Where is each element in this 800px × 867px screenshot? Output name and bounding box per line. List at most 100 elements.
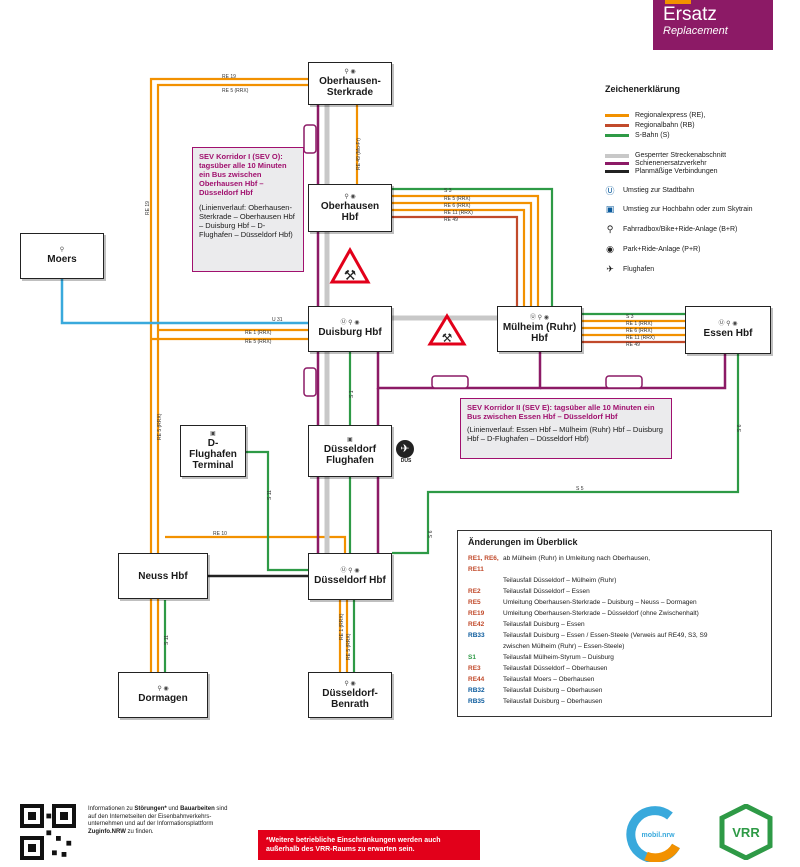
legend-hochbahn-label: Umstieg zur Hochbahn oder zum Skytrain bbox=[623, 206, 753, 213]
station-moers[interactable]: ⚲ Moers bbox=[20, 233, 104, 279]
lbl-re11-me: RE 11 (RRX) bbox=[626, 335, 655, 341]
zuginfo-link[interactable]: Zuginfo.NRW bbox=[88, 828, 126, 835]
legend: Zeichenerklärung Regionalexpress (RE), R… bbox=[605, 84, 795, 274]
station-oberhausen-sterkrade[interactable]: ⚲ ◉ Oberhausen- Sterkrade bbox=[308, 62, 392, 105]
station-muelheim-hbf[interactable]: Ⓤ ⚲ ◉ Mülheim (Ruhr) Hbf bbox=[497, 306, 582, 352]
station-duisburg-hbf[interactable]: Ⓤ ⚲ ◉ Duisburg Hbf bbox=[308, 306, 392, 352]
legend-sev: Schienenersatzverkehr bbox=[605, 160, 707, 167]
info-text: sind auf den Internetseiten der Eisenbah… bbox=[88, 806, 228, 827]
legend-rb-label: Regionalbahn (RB) bbox=[635, 122, 695, 129]
sev2-title: SEV Korridor II (SEV E): tagsüber alle 1… bbox=[467, 403, 655, 421]
lbl-u31: U 31 bbox=[272, 317, 283, 323]
bike-icon: ⚲ bbox=[59, 247, 65, 253]
legend-planned: Planmäßige Verbindungen bbox=[605, 168, 718, 175]
lbl-re1-me: RE 1 (RRX) bbox=[626, 321, 653, 327]
bus-icons bbox=[303, 124, 643, 397]
legend-hochbahn: ▣Umstieg zur Hochbahn oder zum Skytrain bbox=[605, 204, 753, 215]
stadtbahn-icons: Ⓤ ⚲ ◉ bbox=[718, 321, 738, 327]
station-oberhausen-hbf[interactable]: ⚲ ◉ Oberhausen Hbf bbox=[308, 184, 392, 232]
change-code: RB33 bbox=[468, 632, 485, 639]
legend-title: Zeichenerklärung bbox=[605, 84, 681, 94]
lbl-s3: S 3 bbox=[444, 188, 452, 194]
badge-title: Ersatz bbox=[663, 4, 717, 25]
skytrain-icon: ▣ bbox=[210, 431, 216, 437]
station-label: Moers bbox=[47, 254, 77, 265]
station-label: Essen Hbf bbox=[703, 328, 753, 339]
lbl-re11-ob: RE 11 (RRX) bbox=[444, 210, 473, 216]
legend-sev-label: Schienenersatzverkehr bbox=[635, 160, 707, 167]
change-code bbox=[468, 641, 503, 652]
change-row: Teilausfall Düsseldorf – Mülheim (Ruhr) bbox=[468, 575, 761, 586]
station-label: Oberhausen- Sterkrade bbox=[319, 76, 381, 98]
airport-small-icon: ✈ bbox=[606, 264, 614, 274]
badge-accent bbox=[665, 0, 691, 4]
change-code: RE42 bbox=[468, 621, 485, 628]
station-duesseldorf-hbf[interactable]: Ⓤ ⚲ ◉ Düsseldorf Hbf bbox=[308, 553, 392, 600]
s6-line bbox=[392, 354, 740, 555]
station-label: Düsseldorf- Benrath bbox=[322, 687, 378, 710]
lbl-re49-ob: RE 49 bbox=[444, 217, 458, 223]
legend-rb: Regionalbahn (RB) bbox=[605, 122, 695, 129]
changes-title: Änderungen im Überblick bbox=[468, 537, 578, 547]
lbl-s6: S 6 bbox=[428, 530, 434, 538]
vrr-logo: VRR bbox=[718, 803, 774, 861]
station-dormagen[interactable]: ⚲ ◉ Dormagen bbox=[118, 672, 208, 718]
station-d-flughafen-terminal[interactable]: ▣ D-Flughafen Terminal bbox=[180, 425, 246, 477]
station-duesseldorf-flughafen[interactable]: ▣ Düsseldorf Flughafen bbox=[308, 425, 392, 477]
lbl-re6-me: RE 6 (RRX) bbox=[626, 328, 653, 334]
sev-corridor-1-box: SEV Korridor I (SEV O): tagsüber alle 10… bbox=[192, 147, 304, 272]
station-label: Neuss Hbf bbox=[138, 570, 188, 582]
badge-subtitle: Replacement bbox=[663, 25, 728, 37]
change-text: Umleitung Oberhausen-Sterkrade – Duisbur… bbox=[503, 599, 697, 606]
re-lines bbox=[149, 77, 685, 715]
info-text: zu finden. bbox=[125, 828, 154, 835]
station-label: Dormagen bbox=[138, 693, 188, 704]
lbl-re6-ob: RE 6 (RRX) bbox=[444, 203, 471, 209]
mobil-nrw-logo: mobil.nrw bbox=[626, 806, 692, 864]
s3-line bbox=[392, 187, 554, 306]
s-lines bbox=[163, 187, 740, 672]
change-code bbox=[468, 575, 503, 586]
lbl-re5-b: RE 5 (RRX) bbox=[346, 633, 352, 660]
svg-text:⚒: ⚒ bbox=[442, 331, 453, 345]
change-code: RE19 bbox=[468, 610, 485, 617]
bike-icon: ⚲ bbox=[606, 224, 614, 234]
legend-pr: ◉Park+Ride-Anlage (P+R) bbox=[605, 244, 700, 255]
re19-left-line bbox=[149, 77, 308, 715]
station-essen-hbf[interactable]: Ⓤ ⚲ ◉ Essen Hbf bbox=[685, 306, 771, 354]
bike-pr-icons: ⚲ ◉ bbox=[344, 69, 356, 75]
station-label: Düsseldorf Hbf bbox=[314, 574, 386, 586]
station-label: Duisburg Hbf bbox=[318, 327, 382, 338]
change-text: Teilausfall Düsseldorf – Essen bbox=[503, 588, 590, 595]
change-row: zwischen Mülheim (Ruhr) – Essen-Steele) bbox=[468, 641, 761, 652]
lbl-re10: RE 10 bbox=[213, 531, 227, 537]
u31-line bbox=[60, 279, 308, 325]
airport-code: DUS bbox=[400, 458, 412, 464]
change-code: RE1, RE6, RE11 bbox=[468, 555, 499, 573]
station-neuss-hbf[interactable]: Neuss Hbf bbox=[118, 553, 208, 599]
change-text: Teilausfall Duisburg – Essen / Essen-Ste… bbox=[503, 632, 708, 639]
airport-icon: ✈ DUS bbox=[396, 440, 416, 464]
legend-closed-label: Gesperrter Streckenabschnitt bbox=[635, 152, 727, 159]
bike-pr-icons: ⚲ ◉ bbox=[157, 686, 169, 692]
lbl-re5-ob: RE 5 (RRX) bbox=[444, 196, 471, 202]
change-code: RB35 bbox=[468, 698, 485, 705]
stadtbahn-icons: Ⓤ ⚲ ◉ bbox=[340, 567, 360, 574]
lbl-re49-me: RE 49 bbox=[626, 342, 640, 348]
info-text: und bbox=[166, 806, 181, 812]
change-code: RE5 bbox=[468, 599, 481, 606]
qr-code[interactable] bbox=[20, 804, 76, 860]
legend-s: S-Bahn (S) bbox=[605, 132, 670, 139]
vrr-text: VRR bbox=[732, 825, 760, 840]
station-duesseldorf-benrath[interactable]: ⚲ ◉ Düsseldorf- Benrath bbox=[308, 672, 392, 718]
lbl-re19-left: RE 19 bbox=[145, 201, 151, 215]
legend-stadtbahn-label: Umstieg zur Stadtbahn bbox=[623, 187, 695, 194]
